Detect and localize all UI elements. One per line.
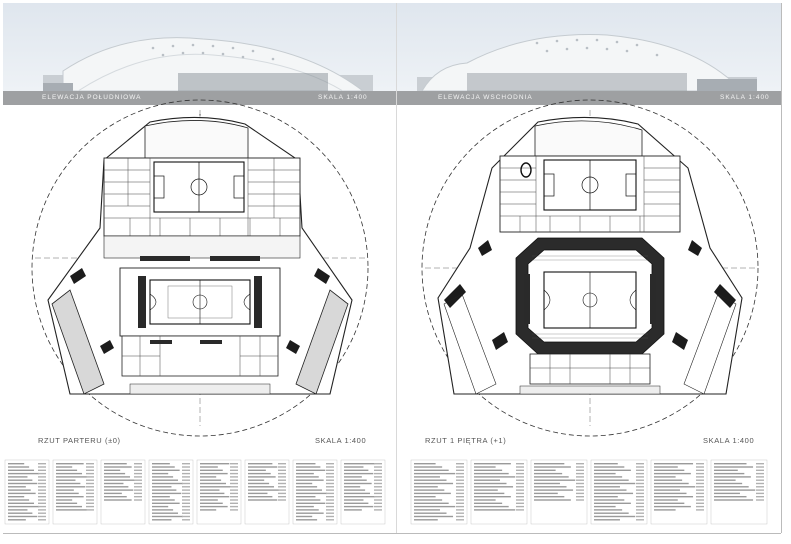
first-floor-plan-scale: SKALA 1:400 <box>703 436 755 445</box>
ground-floor-plan: ↑ <box>31 99 369 437</box>
ground-floor-plan-scale: SKALA 1:400 <box>315 436 367 445</box>
sheet-bottom-border <box>3 533 781 534</box>
first-floor-plan <box>421 99 759 437</box>
ground-floor-room-legend <box>4 459 386 525</box>
south-elevation-title: ELEWACJA POŁUDNIOWA <box>42 94 142 101</box>
first-floor-plan-title: RZUT 1 PIĘTRA (+1) <box>425 436 507 445</box>
svg-text:↑: ↑ <box>198 113 202 120</box>
east-elevation-scale: SKALA 1:400 <box>720 94 770 101</box>
ground-floor-plan-title: RZUT PARTERU (±0) <box>38 436 121 445</box>
first-floor-room-legend <box>410 459 768 525</box>
south-elevation-scale: SKALA 1:400 <box>318 94 368 101</box>
south-elevation-drawing <box>43 37 373 92</box>
sheet-divider <box>396 3 397 533</box>
sheet-right-border <box>781 3 782 533</box>
elevation-title-band <box>3 91 781 105</box>
east-elevation-title: ELEWACJA WSCHODNIA <box>438 94 533 101</box>
east-elevation-drawing <box>417 34 757 92</box>
